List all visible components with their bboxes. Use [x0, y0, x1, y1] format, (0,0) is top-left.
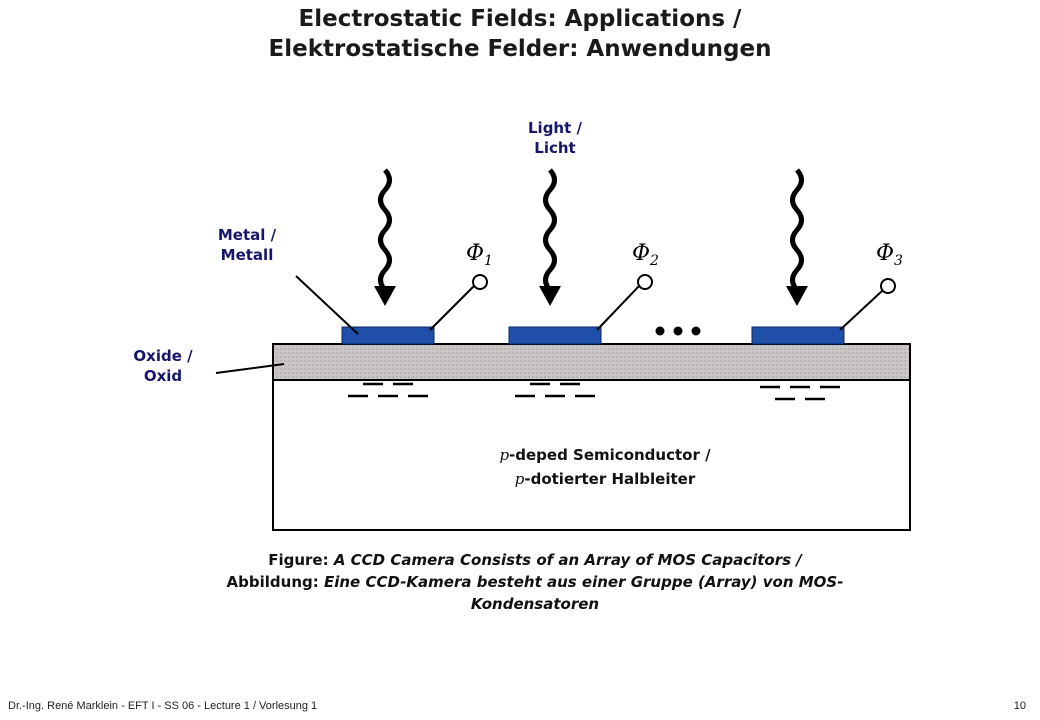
- light-arrow-3: [790, 168, 804, 292]
- light-arrow-1: [378, 168, 392, 292]
- slide-title-german: Elektrostatische Felder: Anwendungen: [268, 36, 772, 62]
- metal-leader-line: [295, 275, 359, 335]
- light-label: Light /Licht: [528, 119, 582, 157]
- gate-lead-2: [596, 274, 653, 331]
- slide-title-english: Electrostatic Fields: Applications /: [298, 6, 742, 32]
- oxide-leader-line: [215, 363, 285, 374]
- metal-electrode-2: [508, 326, 602, 345]
- light-arrowhead-3: [786, 286, 808, 306]
- semiconductor-label-english: p-deped Semiconductor /: [499, 446, 711, 464]
- ellipsis-icon: [655, 326, 701, 336]
- footer-text: Dr.-Ing. René Marklein - EFT I - SS 06 -…: [8, 700, 318, 712]
- oxide-layer: [272, 343, 911, 381]
- charges-well-3: [760, 385, 840, 401]
- charges-well-1: [348, 382, 428, 398]
- gate-lead-1: [429, 274, 488, 331]
- page-number: 10: [1013, 700, 1026, 712]
- light-arrowhead-1: [374, 286, 396, 306]
- figure-caption-german: Abbildung: Eine CCD-Kamera besteht aus e…: [226, 573, 844, 591]
- light-arrowhead-2: [539, 286, 561, 306]
- semiconductor-substrate: [272, 379, 911, 531]
- charges-well-2: [515, 382, 595, 398]
- light-arrow-2: [543, 168, 557, 292]
- metal-label: Metal /Metall: [217, 226, 277, 264]
- metal-electrode-3: [751, 326, 845, 345]
- phi-1-label: Φ1: [466, 241, 493, 269]
- phi-3-label: Φ3: [876, 241, 903, 269]
- figure-caption-german-cont: Kondensatoren: [470, 595, 600, 613]
- gate-lead-3: [839, 278, 896, 331]
- semiconductor-label-german: p-dotierter Halbleiter: [514, 470, 696, 488]
- phi-2-label: Φ2: [632, 241, 659, 269]
- oxide-label: Oxide /Oxid: [133, 347, 193, 385]
- metal-electrode-1: [341, 326, 435, 345]
- figure-caption-english: Figure: A CCD Camera Consists of an Arra…: [268, 551, 802, 569]
